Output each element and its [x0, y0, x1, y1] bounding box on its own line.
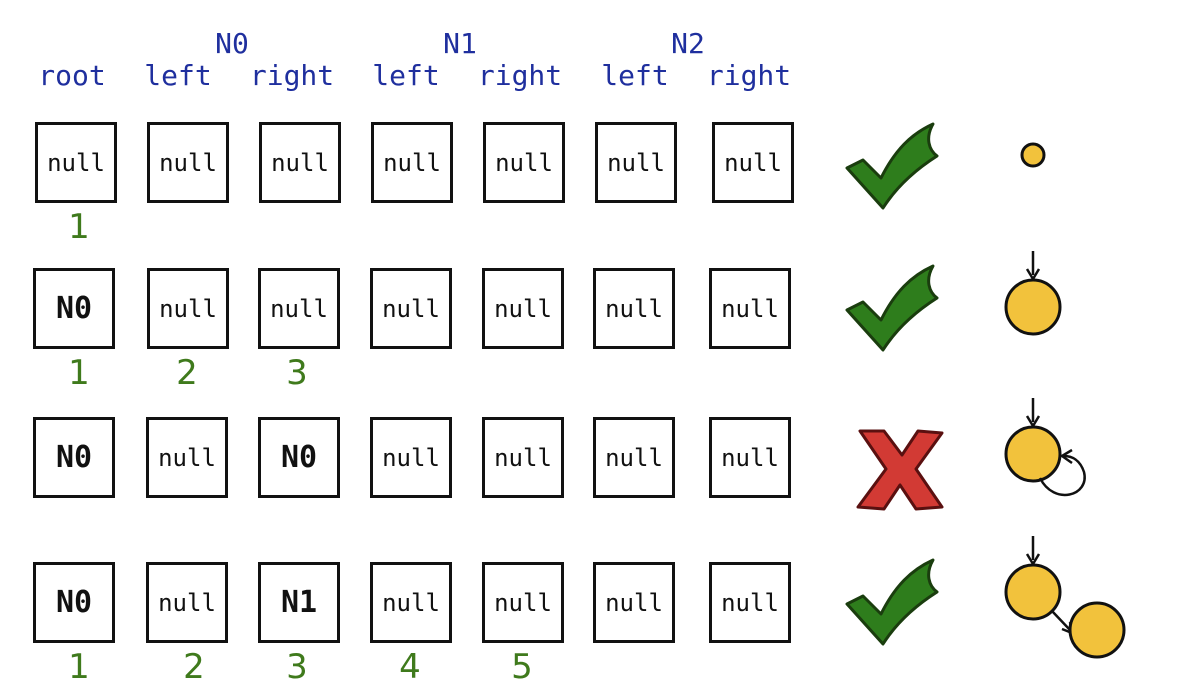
memory-cell-n0-left: null — [147, 122, 229, 203]
cell-index-label: 1 — [68, 647, 90, 687]
cell-index-label: 4 — [399, 647, 421, 687]
arrowhead-icon — [1059, 448, 1073, 465]
tree-node — [1004, 425, 1062, 483]
column-header-n1-left: left — [372, 59, 440, 92]
cross-icon — [856, 429, 944, 511]
memory-cell-root: N0 — [33, 417, 115, 498]
tree-node — [1068, 601, 1126, 659]
right-child-edge — [1051, 610, 1071, 631]
root-node-with-right-child-diagram — [1004, 536, 1126, 659]
column-header-n2-right: right — [706, 59, 792, 92]
column-header-n0-left: left — [144, 59, 212, 92]
cell-index-label: 3 — [286, 353, 308, 393]
memory-cell-n0-right: null — [258, 268, 340, 349]
memory-cell-n1-right: null — [482, 417, 564, 498]
memory-cell-n0-left: null — [146, 562, 228, 643]
cell-index-label: 2 — [176, 353, 198, 393]
single-node-no-children-diagram — [1020, 142, 1046, 168]
memory-cell-n2-right: null — [709, 268, 791, 349]
memory-cell-root: N0 — [33, 268, 115, 349]
cell-index-label: 5 — [511, 647, 533, 687]
cell-index-label: 2 — [183, 647, 205, 687]
memory-cell-n2-left: null — [595, 122, 677, 203]
memory-cell-n0-left: null — [146, 417, 228, 498]
memory-cell-n1-right: null — [483, 122, 565, 203]
cell-index-label: 1 — [68, 207, 90, 247]
group-header-n2: N2 — [671, 27, 705, 60]
memory-cell-n2-right: null — [709, 417, 791, 498]
group-header-n0: N0 — [215, 27, 249, 60]
memory-cell-n1-left: null — [370, 417, 452, 498]
memory-cell-root: null — [35, 122, 117, 203]
memory-cell-n2-left: null — [593, 268, 675, 349]
memory-cell-root: N0 — [33, 562, 115, 643]
tree-node — [1020, 142, 1046, 168]
memory-cell-n0-left: null — [147, 268, 229, 349]
check-icon — [845, 122, 939, 210]
check-icon — [845, 558, 939, 646]
column-header-root: root — [38, 59, 106, 92]
memory-cell-n1-left: null — [370, 562, 452, 643]
cell-index-label: 1 — [68, 353, 90, 393]
memory-cell-n2-right: null — [709, 562, 791, 643]
memory-cell-n2-left: null — [593, 562, 675, 643]
root-node-diagram — [1004, 251, 1062, 336]
root-node-with-self-loop-diagram — [1004, 398, 1086, 497]
column-header-n0-right: right — [249, 59, 335, 92]
memory-cell-n1-left: null — [370, 268, 452, 349]
memory-cell-n0-right: N1 — [258, 562, 340, 643]
column-header-n2-left: left — [601, 59, 669, 92]
memory-cell-n2-left: null — [593, 417, 675, 498]
check-icon — [845, 264, 939, 352]
tree-node — [1004, 563, 1062, 621]
memory-cell-n1-right: null — [482, 562, 564, 643]
memory-cell-n0-right: N0 — [258, 417, 340, 498]
memory-cell-n2-right: null — [712, 122, 794, 203]
column-header-n1-right: right — [477, 59, 563, 92]
self-loop-edge — [1038, 454, 1086, 497]
tree-node — [1004, 278, 1062, 336]
memory-cell-n1-right: null — [482, 268, 564, 349]
group-header-n1: N1 — [443, 27, 477, 60]
cell-index-label: 3 — [286, 647, 308, 687]
memory-cell-n1-left: null — [371, 122, 453, 203]
memory-cell-n0-right: null — [259, 122, 341, 203]
